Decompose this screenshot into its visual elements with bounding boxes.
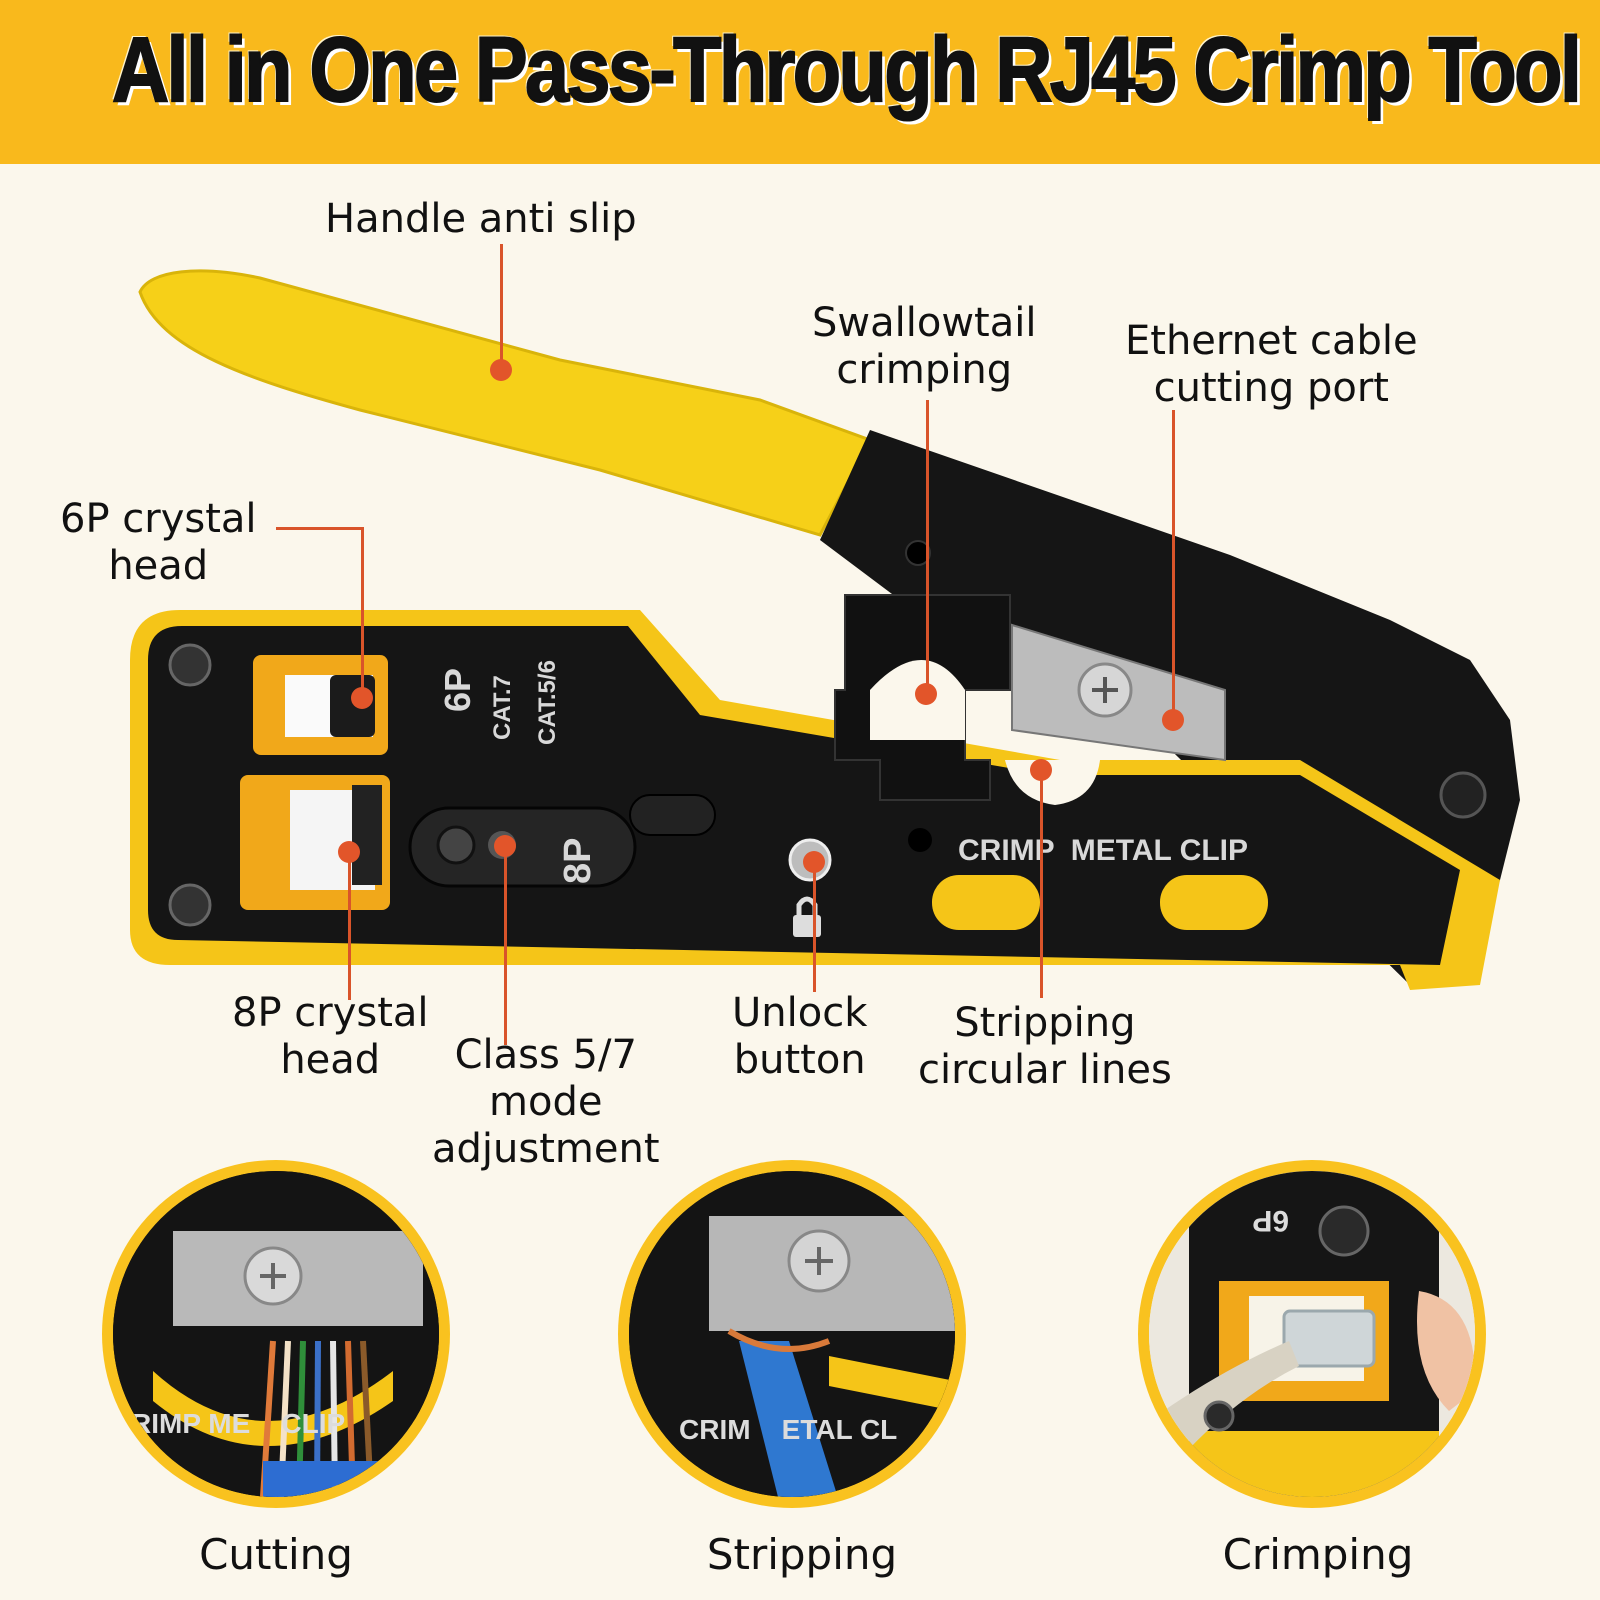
grip-pad-right xyxy=(1160,875,1268,930)
callout-ethernet-line2: cutting port xyxy=(1153,365,1389,411)
crimping-detail-image: 6P xyxy=(1149,1171,1475,1497)
stripping-opening xyxy=(1005,760,1100,805)
marking-cat7: CAT.7 xyxy=(489,675,516,740)
callout-8p-crystal-head: 8P crystal head xyxy=(232,990,429,1084)
grip-pad-left xyxy=(932,875,1040,930)
leader-8p xyxy=(348,850,351,1000)
stripping-detail-image: CRIM ETAL CL xyxy=(629,1171,955,1497)
callout-unlock-button: Unlock button xyxy=(732,990,867,1084)
callout-swallowtail-line2: crimping xyxy=(836,347,1013,393)
leader-6p-v xyxy=(361,527,364,697)
dot-6p xyxy=(351,687,373,709)
marking-6p: 6P xyxy=(437,668,478,712)
caption-cutting: Cutting xyxy=(199,1530,353,1579)
mode-slider xyxy=(408,806,637,888)
title-banner: All in One Pass-Through RJ45 Crimp Tool xyxy=(0,0,1600,164)
crimping-detail-marking: 6P xyxy=(1252,1204,1289,1237)
callout-handle-text: Handle anti slip xyxy=(325,196,637,242)
cutting-detail-image: RIMP ME CLIP xyxy=(113,1171,439,1497)
dot-class57 xyxy=(494,835,516,857)
leader-6p-h xyxy=(276,527,364,530)
callout-swallowtail-line1: Swallowtail xyxy=(812,300,1037,346)
callout-ethernet-cutting: Ethernet cable cutting port xyxy=(1125,318,1418,412)
callout-6p-line1: 6P crystal xyxy=(60,496,257,542)
detail-crimping: 6P xyxy=(1138,1160,1486,1508)
callout-6p-crystal-head: 6P crystal head xyxy=(60,496,257,590)
callout-unlock-line2: button xyxy=(733,1037,866,1083)
callout-class57-line2: mode xyxy=(489,1079,603,1125)
callout-swallowtail: Swallowtail crimping xyxy=(812,300,1036,394)
leader-unlock xyxy=(813,862,816,992)
dot-handle xyxy=(490,359,512,381)
cutting-detail-marking: RIMP ME CLIP xyxy=(131,1408,345,1439)
marking-8p: 8P xyxy=(557,838,599,884)
callout-class57-line3: adjustment xyxy=(432,1126,660,1172)
detail-stripping: CRIM ETAL CL xyxy=(618,1160,966,1508)
callout-stripping-lines: Stripping circular lines xyxy=(918,1000,1172,1094)
page-title: All in One Pass-Through RJ45 Crimp Tool xyxy=(111,18,1583,122)
caption-stripping: Stripping xyxy=(706,1530,898,1579)
caption-crimping: Crimping xyxy=(1222,1530,1414,1579)
leader-class57 xyxy=(504,845,507,1045)
callout-class57-line1: Class 5/7 xyxy=(454,1032,637,1078)
dot-unlock xyxy=(803,851,825,873)
callout-8p-line1: 8P crystal xyxy=(232,990,429,1036)
detail-cutting: RIMP ME CLIP xyxy=(102,1160,450,1508)
leader-stripping-lines xyxy=(1040,770,1043,998)
callout-stripping-line1: Stripping xyxy=(954,1000,1136,1046)
callout-handle-anti-slip: Handle anti slip xyxy=(325,196,637,243)
callout-unlock-line1: Unlock xyxy=(732,990,868,1036)
callout-6p-line2: head xyxy=(108,543,209,589)
leader-handle xyxy=(500,244,503,370)
stripping-detail-marking: CRIM ETAL CL xyxy=(679,1414,897,1445)
dot-swallowtail xyxy=(915,683,937,705)
callout-class57: Class 5/7 mode adjustment xyxy=(432,1032,660,1173)
callout-stripping-line2: circular lines xyxy=(918,1047,1172,1093)
dot-8p xyxy=(338,841,360,863)
leader-ethernet xyxy=(1172,410,1175,720)
handle-grip xyxy=(138,269,873,537)
leader-swallowtail xyxy=(926,400,929,692)
dot-stripping-lines xyxy=(1030,759,1052,781)
marking-cat56: CAT.5/6 xyxy=(534,660,561,745)
marking-crimp-metal-clip: CRIMP METAL CLIP xyxy=(958,834,1248,867)
dot-ethernet xyxy=(1162,709,1184,731)
callout-8p-line2: head xyxy=(280,1037,381,1083)
callout-ethernet-line1: Ethernet cable xyxy=(1125,318,1418,364)
